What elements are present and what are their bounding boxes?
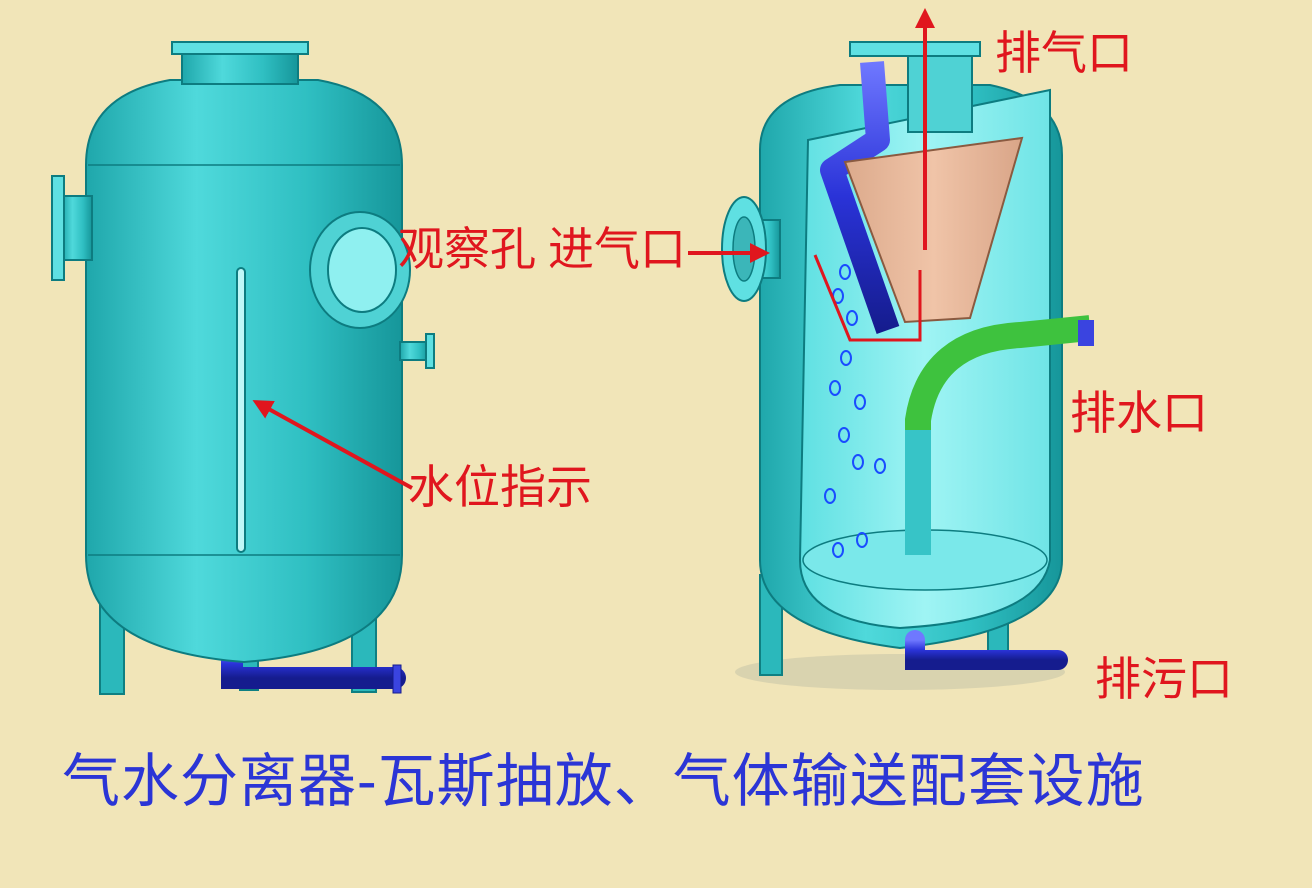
water-drain-pipe [905,315,1092,555]
label-gas-inlet: 进气口 [548,222,686,276]
annotation-arrows [252,8,935,490]
caption-title: 气水分离器-瓦斯抽放、气体输送配套设施 [62,747,1145,815]
inlet-inner-pipe [820,61,900,334]
sewage-pipe [905,630,1068,670]
cyclone-cone [843,136,1024,324]
gas-outlet-flange [849,41,981,57]
label-sewage-outlet: 排污口 [1095,652,1233,706]
gas-outlet-neck [907,51,973,133]
label-gas-outlet: 排气口 [995,26,1133,80]
left-drain-flange [392,664,402,694]
water-level-gauge [236,267,246,553]
left-top-flange [171,41,309,55]
left-side-nozzle [61,195,93,261]
label-water-level: 水位指示 [408,460,592,514]
observation-hole [327,227,397,313]
left-side-flange [51,175,65,281]
gas-bubbles [824,264,886,558]
left-top-neck [181,51,299,85]
label-water-outlet: 排水口 [1070,386,1208,440]
flow-path-line [813,254,922,342]
label-observation-hole: 观察孔 [398,222,536,276]
left-vessel [51,41,435,695]
left-side-small-nozzle [399,341,429,361]
right-vessel [721,41,1094,690]
water-level-arrow [252,400,413,490]
